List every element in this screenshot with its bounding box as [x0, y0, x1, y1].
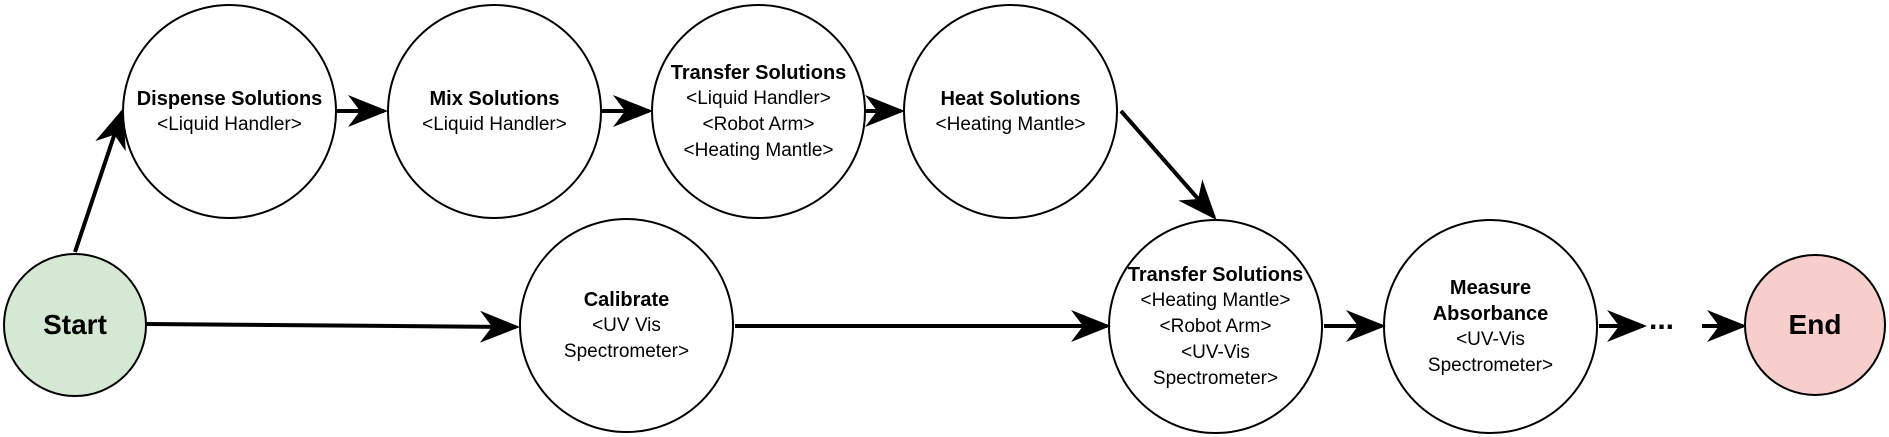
- node-transfer2-title: Transfer Solutions: [1127, 263, 1304, 286]
- node-calibrate-line: <UV Vis: [592, 314, 661, 336]
- node-transfer1-line: <Heating Mantle>: [683, 139, 834, 161]
- arrow-heat-to-transfer2: [1119, 109, 1217, 221]
- node-transfer-solutions-2: Transfer Solutions <Heating Mantle> <Rob…: [1108, 219, 1323, 434]
- node-start-label: Start: [43, 309, 107, 340]
- node-heat-title: Heat Solutions: [940, 87, 1081, 110]
- node-transfer-solutions-1: Transfer Solutions <Liquid Handler> <Rob…: [651, 4, 866, 219]
- node-heat-line: <Heating Mantle>: [935, 113, 1086, 135]
- node-dispense-title: Dispense Solutions: [136, 87, 323, 110]
- node-calibrate-title: Calibrate: [583, 288, 670, 311]
- ellipsis-label: ...: [1649, 303, 1675, 336]
- node-measure-absorbance: Measure Absorbance <UV-Vis Spectrometer>: [1383, 219, 1598, 434]
- node-transfer2-line: <UV-Vis: [1181, 341, 1250, 363]
- node-calibrate: Calibrate <UV Vis Spectrometer>: [519, 218, 734, 433]
- node-transfer1-title: Transfer Solutions: [670, 61, 847, 84]
- node-transfer2-line: <Heating Mantle>: [1140, 289, 1291, 311]
- node-end: End: [1744, 254, 1886, 396]
- node-transfer2-line: Spectrometer>: [1152, 367, 1279, 389]
- arrow-start-to-dispense: [73, 108, 126, 253]
- node-transfer1-line: <Robot Arm>: [702, 113, 815, 135]
- node-measure-line: Spectrometer>: [1427, 354, 1554, 376]
- node-heat-solutions: Heat Solutions <Heating Mantle>: [903, 4, 1118, 219]
- arrow-start-to-calibrate: [146, 310, 520, 343]
- node-measure-line: <UV-Vis: [1456, 328, 1525, 350]
- node-measure-title: Measure: [1449, 276, 1532, 299]
- node-measure-title-2: Absorbance: [1432, 302, 1549, 325]
- node-mix-title: Mix Solutions: [429, 87, 560, 110]
- node-mix-solutions: Mix Solutions <Liquid Handler>: [387, 4, 602, 219]
- node-mix-line: <Liquid Handler>: [422, 113, 567, 135]
- node-dispense-line: <Liquid Handler>: [157, 113, 302, 135]
- node-dispense-solutions: Dispense Solutions <Liquid Handler>: [122, 4, 337, 219]
- node-transfer2-line: <Robot Arm>: [1159, 315, 1272, 337]
- node-start: Start: [3, 253, 147, 397]
- node-calibrate-line: Spectrometer>: [563, 340, 690, 362]
- node-end-label: End: [1788, 309, 1842, 340]
- node-transfer1-line: <Liquid Handler>: [686, 87, 831, 109]
